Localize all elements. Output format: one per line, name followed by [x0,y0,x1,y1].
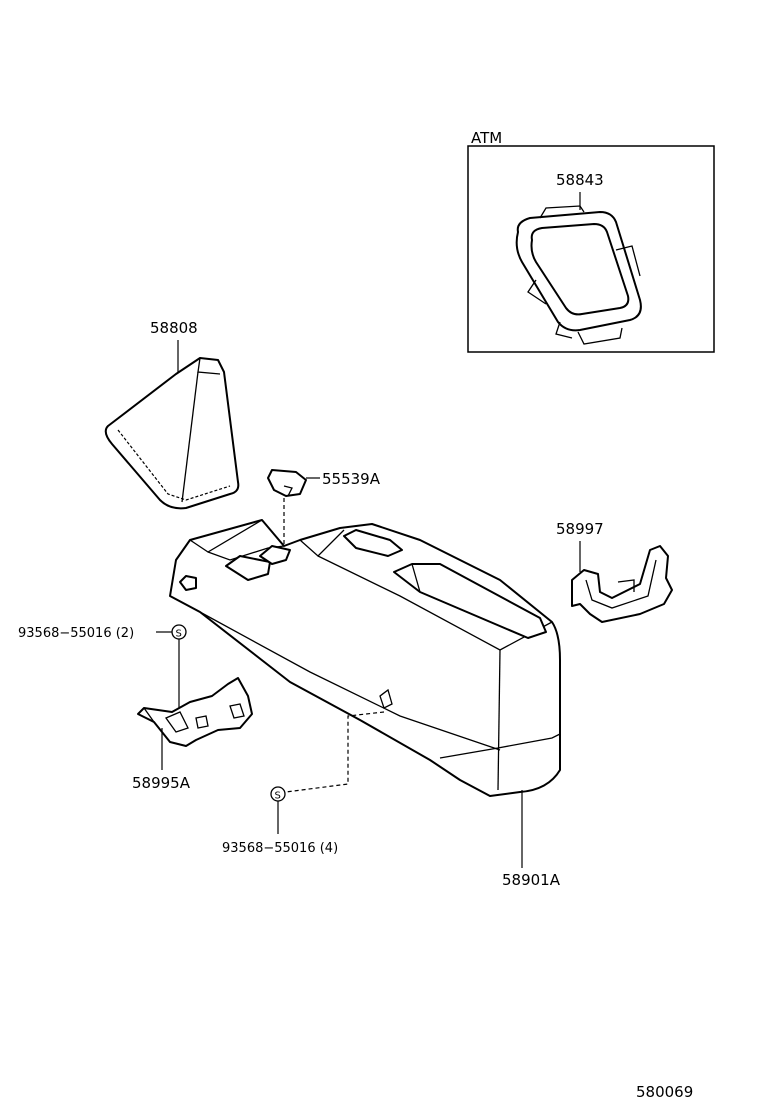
bracket-58995a: 58995A [132,677,253,792]
shift-boot-58808: 58808 [104,319,240,510]
bracket-58997: 58997 [556,520,673,623]
screw-symbol-letter: S [176,629,182,640]
screw-symbol-letter: S [275,791,281,802]
screw-callout-lower: S 93568−55016 (4) [222,711,385,856]
part-label-58808: 58808 [150,319,198,337]
part-label-58995a: 58995A [132,774,191,792]
part-label-screw-lower: 93568−55016 (4) [222,841,338,856]
part-label-screw-upper: 93568−55016 (2) [18,626,134,641]
part-label-55539a: 55539A [322,470,381,488]
atm-label: ATM [471,129,502,147]
part-label-58997: 58997 [556,520,604,538]
clip-55539a: 55539A [267,469,381,548]
shift-bezel-58843 [515,205,642,345]
console-box-58901a: 58901A [169,519,561,889]
part-label-58901a: 58901A [502,871,561,889]
atm-inset: ATM 58843 [467,129,715,353]
screw-callout-upper: 93568−55016 (2) S [18,624,187,720]
diagram-number: 580069 [636,1083,693,1101]
part-label-58843: 58843 [556,171,604,189]
